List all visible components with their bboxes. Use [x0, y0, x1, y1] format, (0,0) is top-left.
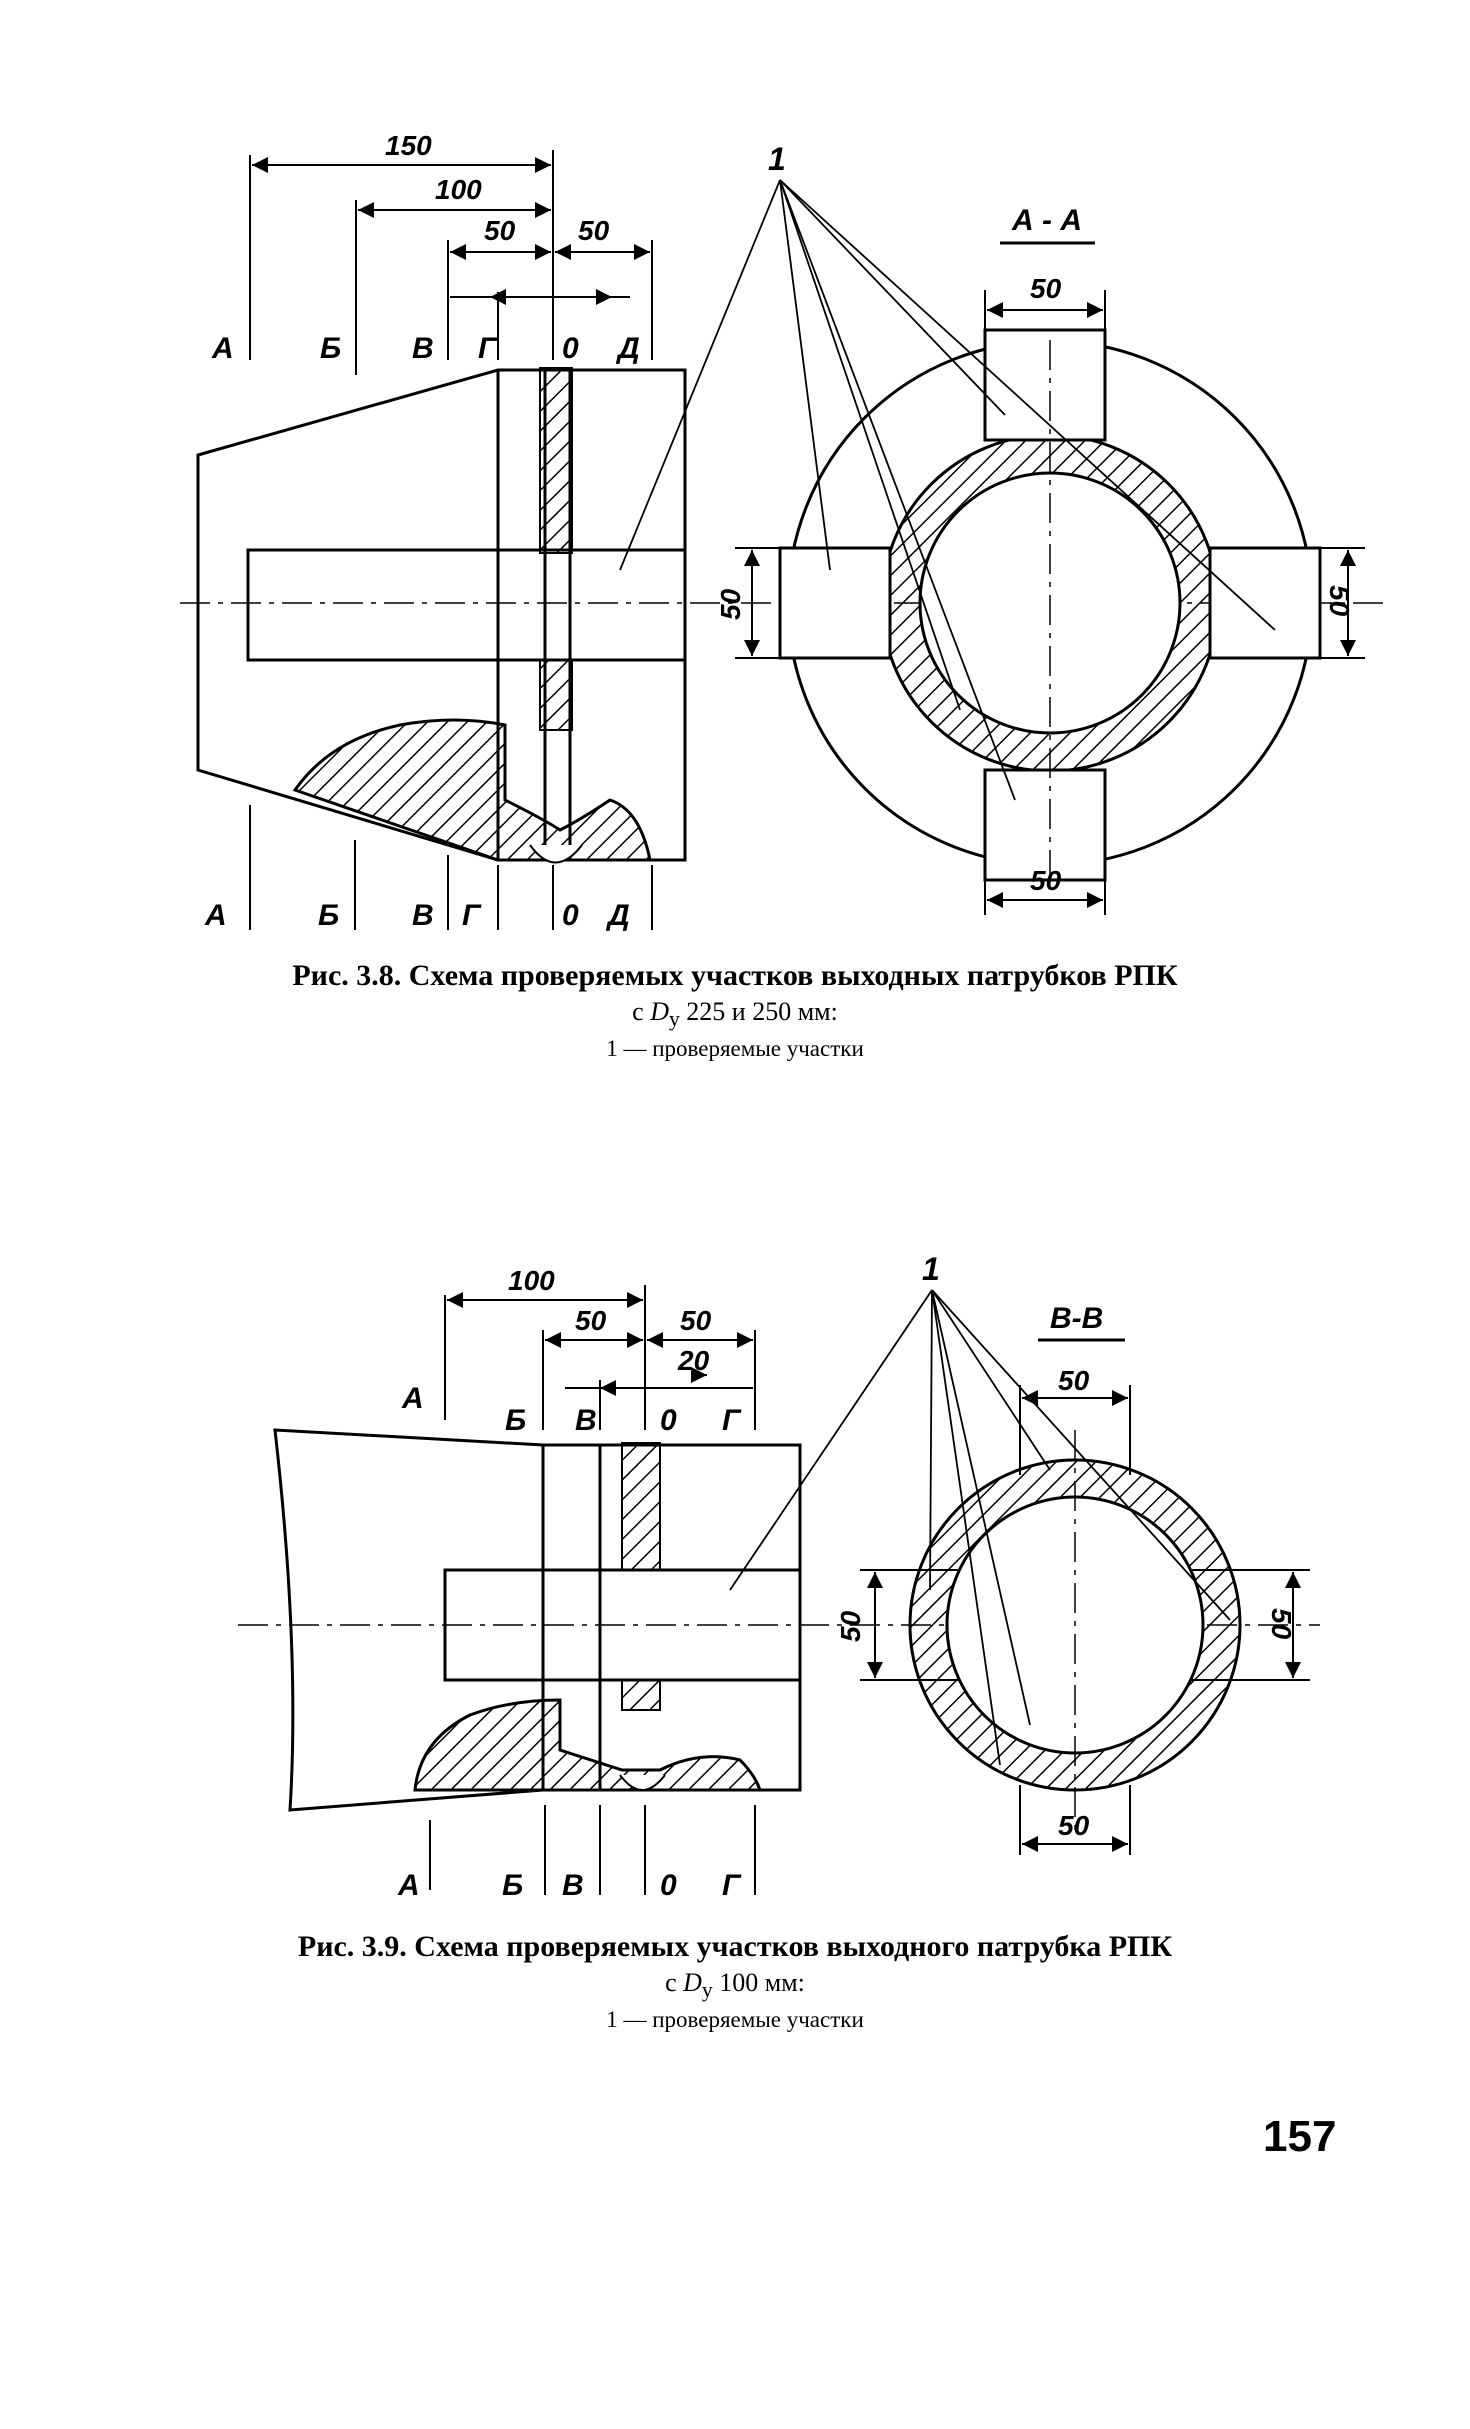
dim-100 [355, 200, 551, 375]
weld-bead-2 [621, 1442, 661, 1571]
zone-top-b: Б [320, 332, 341, 365]
figure-3-8-caption-prefix: с [632, 997, 651, 1026]
figure-3-8-caption: Рис. 3.8. Схема проверяемых участков вых… [292, 959, 1178, 992]
dim-50-pair [447, 240, 653, 360]
zone-top-g: Г [478, 332, 498, 365]
zone-bottom-a: А [204, 899, 227, 932]
zone-top-d: Д [615, 332, 640, 365]
figure-3-8-drawing: 150 100 50 50 А Б В Г 0 Д [180, 130, 1390, 932]
zone-letters-bottom: А Б В Г 0 Д [204, 899, 630, 932]
figure-3-9-caption-dy: D [683, 1968, 702, 1997]
zone-lines-bottom-2 [429, 1805, 756, 1895]
weld-bead-1-lower [539, 659, 573, 731]
zone2-bottom-v: В [562, 1869, 584, 1902]
callout-1: 1 [768, 141, 786, 177]
dim-50-pair-fig2 [542, 1330, 756, 1430]
weld-root-2 [619, 1774, 666, 1791]
zone-bottom-0: 0 [562, 899, 579, 932]
dim-100-fig2 [444, 1285, 646, 1430]
section-a-a-dim-top: 50 [1030, 273, 1062, 304]
dim-20-fig2-label: 20 [677, 1345, 710, 1376]
figure-3-9-caption-dy-index: у [701, 1978, 713, 2003]
figure-3-9-caption-prefix: с [665, 1968, 684, 1997]
section-a-a-dim-right: 50 [1324, 585, 1355, 617]
hatched-wall-2 [413, 1698, 763, 1792]
figure-3-9-caption: Рис. 3.9. Схема проверяемых участков вых… [297, 1930, 1173, 1963]
figure-3-8-caption-dy: D [650, 997, 669, 1026]
figure-3-8-caption-suffix: 225 и 250 мм: [679, 997, 838, 1026]
section-a-a-dim-left: 50 [715, 588, 746, 620]
weld-bead-2-lower [621, 1679, 661, 1711]
dim-100-fig2-label: 100 [508, 1265, 555, 1296]
zone-bottom-d: Д [605, 899, 630, 932]
section-b-b-dim-bottom: 50 [1058, 1810, 1090, 1841]
zone-bottom-v: В [412, 899, 434, 932]
dim-50-right-fig2-label: 50 [680, 1305, 712, 1336]
zone2-top-g: Г [722, 1404, 742, 1437]
figure-3-9-caption-sub: с Dу 100 мм: [0, 1966, 1470, 2007]
zone-lines-bottom-1 [249, 805, 653, 930]
section-a-a-dims [735, 290, 1365, 915]
figure-3-8-legend: 1 — проверяемые участки [606, 1036, 864, 1061]
section-b-b-dims [860, 1385, 1310, 1855]
zone2-top-b: Б [505, 1404, 526, 1437]
figure-3-9-drawing: 100 50 50 20 А Б В 0 Г [238, 1251, 1320, 1902]
callout-1-fig2-leaders [729, 1289, 1231, 1766]
hatched-wall-1 [292, 718, 652, 862]
section-a-a-dim-bottom: 50 [1030, 865, 1062, 896]
dim-150-label: 150 [385, 130, 432, 161]
weld-root-1 [529, 844, 583, 864]
zone2-bottom-b: Б [502, 1869, 523, 1902]
figure-3-9-legend: 1 — проверяемые участки [606, 2007, 864, 2032]
zone-letters-top-fig2: А Б В 0 Г [401, 1382, 742, 1437]
zone2-top-0: 0 [660, 1404, 677, 1437]
zone-letters-bottom-fig2: А Б В 0 Г [397, 1869, 742, 1902]
zone-letters-top: А Б В Г 0 Д [211, 332, 640, 365]
zone-top-0: 0 [562, 332, 579, 365]
zone2-bottom-a: А [397, 1869, 420, 1902]
section-b-b-dim-top: 50 [1058, 1365, 1090, 1396]
zone-bottom-g: Г [462, 899, 482, 932]
zone2-bottom-g: Г [722, 1869, 742, 1902]
callout-1-fig2: 1 [922, 1251, 940, 1287]
callout-1-leaders [619, 179, 1276, 801]
zone-top-a: А [211, 332, 234, 365]
figure-3-9-caption-suffix: 100 мм: [712, 1968, 805, 1997]
dim-50-right-label: 50 [578, 215, 610, 246]
section-label-b-b: В-В [1050, 1302, 1103, 1335]
zone2-top-a: А [401, 1382, 424, 1415]
dim-50-left-label: 50 [484, 215, 516, 246]
dim-50-left-fig2-label: 50 [575, 1305, 607, 1336]
figure-3-8-caption-sub: с Dу 225 и 250 мм: [0, 995, 1470, 1036]
section-label-a-a: А - А [1011, 204, 1082, 237]
section-b-b-dim-left: 50 [835, 1610, 866, 1642]
dim-100-label: 100 [435, 174, 482, 205]
dim-150 [249, 150, 554, 360]
section-b-b-dim-right: 50 [1266, 1608, 1297, 1640]
weld-bead-1 [539, 367, 573, 554]
figure-3-8-caption-dy-index: у [668, 1007, 680, 1032]
zone2-top-v: В [575, 1404, 597, 1437]
page-number: 157 [1263, 2112, 1337, 2161]
zone-bottom-b: Б [318, 899, 339, 932]
zone2-bottom-0: 0 [660, 1869, 677, 1902]
zone-top-v: В [412, 332, 434, 365]
